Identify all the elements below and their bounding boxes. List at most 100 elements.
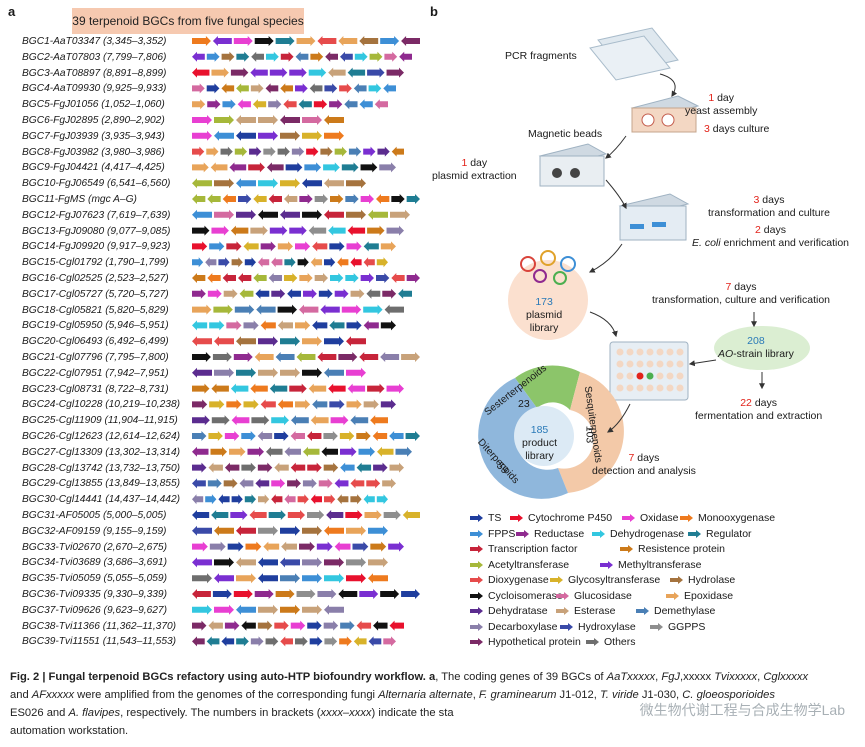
gene-arrow <box>247 446 264 457</box>
step1-label: 1 day yeast assembly <box>685 92 758 117</box>
legend-arrow-icon <box>620 545 633 553</box>
gene-arrow <box>318 478 333 489</box>
gene-arrow <box>229 446 246 457</box>
legend-label: GGPPS <box>668 620 706 633</box>
legend-label: Oxidase <box>640 512 679 524</box>
gene-arrow <box>214 525 234 536</box>
gene-arrow <box>206 83 220 94</box>
gene-arrow <box>307 620 322 631</box>
step5-label: 7 days transformation, culture and verif… <box>652 281 831 306</box>
gene-arrow <box>337 257 349 268</box>
gene-arrow <box>376 494 388 505</box>
gene-arrow <box>303 446 320 457</box>
gene-arrow <box>368 573 388 584</box>
bgc-label: BGC25-Cgl11909 (11,904–11,915) <box>22 415 178 427</box>
gene-arrow <box>367 225 385 236</box>
gene-arrow <box>359 99 373 110</box>
legend-item: TS <box>470 512 501 524</box>
gene-arrow <box>347 225 366 236</box>
gene-arrow <box>299 304 319 315</box>
gene-arrow <box>363 399 379 410</box>
gene-arrow <box>192 273 206 283</box>
gene-arrow <box>338 36 358 46</box>
gene-arrow <box>192 257 204 268</box>
legend-item: Transcription factor <box>470 543 577 555</box>
gene-arrow <box>192 367 212 378</box>
legend-label: TS <box>488 512 502 524</box>
gene-arrow <box>388 541 404 552</box>
bgc-label: BGC32-AF09159 (9,155–9,159) <box>22 525 167 537</box>
gene-arrow <box>356 431 371 441</box>
gene-arrow <box>399 51 412 62</box>
magnetic-beads-label: Magnetic beads <box>528 128 603 140</box>
gene-arrow <box>308 67 327 78</box>
gene-arrow <box>323 162 340 173</box>
legend-label: Dehydrogenase <box>610 527 685 540</box>
gene-arrow <box>207 478 222 489</box>
gene-arrow <box>192 462 207 473</box>
legend-label: Monooxygenase <box>698 512 776 524</box>
gene-arrow <box>251 51 264 62</box>
bgc-label: BGC26-Cgl12623 (12,614–12,624) <box>22 431 181 442</box>
gene-arrow <box>302 115 322 125</box>
legend-item: Hydroxylase <box>560 621 636 633</box>
gene-arrow <box>257 431 273 441</box>
gene-arrow <box>226 320 242 331</box>
gene-arrow <box>359 36 379 46</box>
gene-arrow <box>280 336 300 347</box>
bgc-label: BGC33-Tvi02670 (2,670–2,675) <box>22 541 167 553</box>
gene-arrow <box>280 636 293 647</box>
gene-arrow <box>192 573 212 584</box>
gene-arrow <box>221 83 235 94</box>
workflow-arrows <box>588 73 765 433</box>
gene-arrow <box>192 336 212 347</box>
gene-arrow <box>271 415 289 426</box>
gene-arrow <box>346 399 362 410</box>
step1-culture-label: 3 days culture <box>704 123 770 135</box>
gene-arrow <box>244 257 256 268</box>
gene-arrow <box>317 589 337 599</box>
gene-arrow <box>363 320 379 331</box>
gene-arrow <box>339 83 352 94</box>
gene-arrow <box>257 462 273 473</box>
legend-label: Glycosyltransferase <box>568 574 661 586</box>
gene-arrow <box>280 367 300 378</box>
gene-arrow <box>386 383 404 394</box>
gene-arrow <box>350 415 369 426</box>
gene-arrow <box>308 225 327 236</box>
gene-arrow <box>401 36 420 46</box>
gene-arrow <box>368 636 382 647</box>
gene-arrow <box>350 288 365 299</box>
gene-arrow <box>192 589 211 599</box>
gene-arrow <box>280 51 294 62</box>
gene-arrow <box>192 525 212 536</box>
gene-arrow <box>358 446 375 457</box>
gene-arrow <box>330 415 349 426</box>
gene-arrow <box>346 573 366 584</box>
gene-arrow <box>218 257 230 268</box>
gene-arrow <box>205 494 217 505</box>
gene-arrow <box>208 462 223 473</box>
gene-arrow <box>380 241 396 252</box>
gene-arrow <box>406 194 420 204</box>
gene-arrow <box>210 162 228 173</box>
gene-arrow <box>192 399 208 410</box>
banner: 39 terpenoid BGCs from five fungal speci… <box>72 8 304 34</box>
gene-arrow <box>346 209 366 220</box>
magnetic-bead-plate-icon <box>538 143 608 187</box>
gene-arrow <box>345 510 363 520</box>
gene-arrow <box>376 194 390 204</box>
gene-arrow <box>324 367 344 378</box>
bgc-label: BGC22-Cgl07951 (7,942–7,951) <box>22 367 169 379</box>
gene-arrow <box>402 510 420 520</box>
gene-arrow <box>389 431 404 441</box>
workflow-graphics <box>478 27 810 499</box>
gene-arrow <box>290 431 305 441</box>
bgc-label: BGC27-Cgl13309 (13,302–13,314) <box>22 446 181 458</box>
gene-arrow <box>192 620 207 631</box>
gene-arrow <box>214 573 234 584</box>
gene-arrow <box>266 51 279 62</box>
bgc-label: BGC31-AF05005 (5,000–5,005) <box>22 510 167 521</box>
gene-arrow <box>233 36 253 46</box>
gene-arrow <box>255 478 270 489</box>
